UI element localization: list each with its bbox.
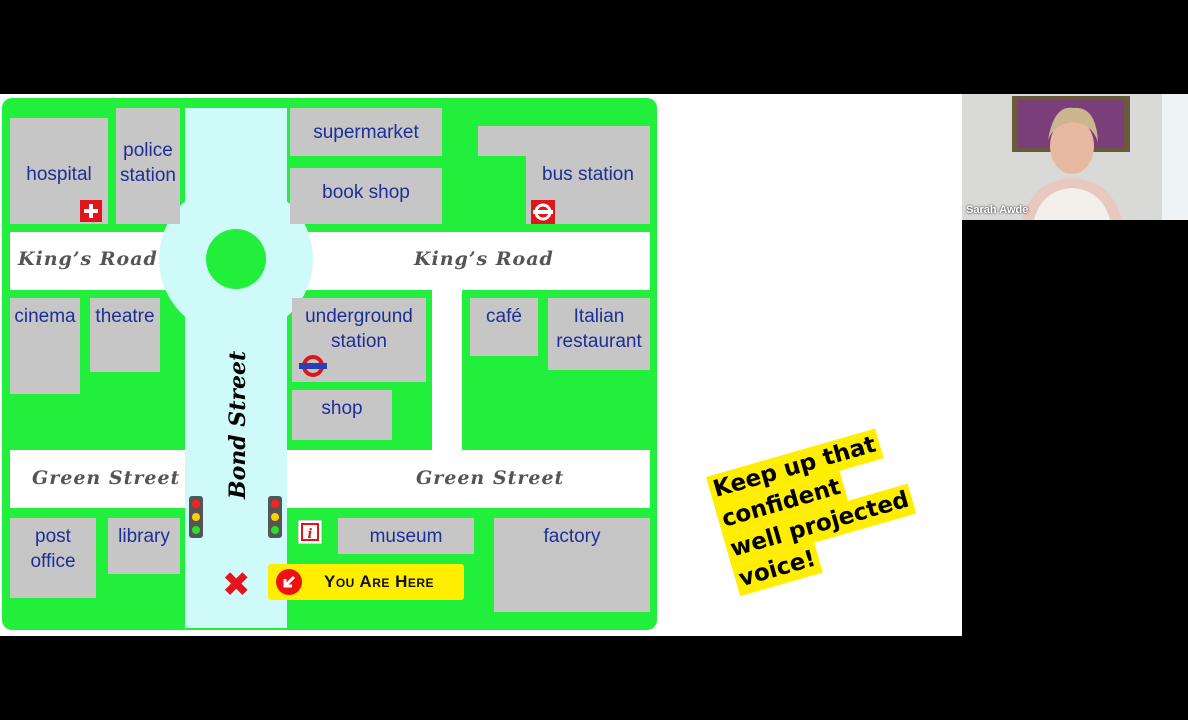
hospital-cross-icon	[80, 200, 102, 222]
roundabout-centre	[206, 229, 266, 289]
italian-restaurant-label-2: restaurant	[556, 331, 642, 352]
police-station-label-2: station	[120, 165, 176, 186]
factory-label: factory	[543, 526, 601, 547]
green-street-label-right: Green Street	[416, 467, 565, 489]
town-map: King’s Road King’s Road Green Street Gre…	[2, 98, 657, 630]
supermarket: supermarket	[290, 108, 442, 156]
encouragement-note: Keep up that confident well projected vo…	[706, 425, 923, 597]
shop: shop	[292, 390, 392, 440]
green-street	[10, 450, 650, 508]
cinema-label: cinema	[14, 306, 76, 327]
cafe-label: café	[486, 306, 522, 327]
participant-name: Sarah Awde	[966, 204, 1029, 216]
police-station: police station	[116, 108, 180, 224]
bus-station-icon	[531, 200, 555, 224]
police-station-label-1: police	[123, 140, 173, 161]
underground-station: underground station	[292, 298, 426, 382]
underground-icon	[298, 354, 328, 378]
svg-text:i: i	[308, 527, 313, 542]
traffic-light-icon	[189, 496, 203, 538]
you-are-here-banner: You Are Here	[268, 564, 464, 600]
italian-restaurant-label-1: Italian	[573, 306, 625, 327]
side-lane	[432, 290, 462, 450]
kings-road-label-right: King’s Road	[414, 248, 554, 270]
post-office-label-1: post	[35, 526, 71, 547]
you-are-here-arrow-icon	[276, 569, 302, 595]
bond-street-label: Bond Street	[225, 350, 251, 499]
traffic-light-icon	[268, 496, 282, 538]
post-office-label-2: office	[30, 551, 76, 572]
kings-road-label-left: King’s Road	[18, 248, 158, 270]
museum-label: museum	[369, 526, 443, 547]
green-street-label-left: Green Street	[32, 467, 181, 489]
theatre: theatre	[90, 298, 160, 372]
post-office: post office	[10, 518, 96, 598]
bus-station-wing	[478, 126, 650, 156]
shop-label: shop	[321, 398, 363, 419]
x-marker-icon: ✖	[222, 565, 251, 605]
underground-station-label-2: station	[331, 331, 387, 352]
underground-station-label-1: underground	[305, 306, 413, 327]
theatre-label: theatre	[95, 306, 155, 327]
you-are-here-label: You Are Here	[324, 572, 435, 591]
shared-screen-slide: King’s Road King’s Road Green Street Gre…	[0, 94, 962, 636]
library: library	[108, 518, 180, 574]
factory: factory	[494, 518, 650, 612]
book-shop: book shop	[290, 168, 442, 224]
cinema: cinema	[10, 298, 80, 394]
cafe: café	[470, 298, 538, 356]
participant-video	[962, 94, 1188, 220]
library-label: library	[118, 526, 170, 547]
participant-video-tile[interactable]: Sarah Awde	[962, 94, 1188, 220]
museum: museum	[338, 518, 474, 554]
italian-restaurant: Italian restaurant	[548, 298, 650, 370]
book-shop-label: book shop	[322, 182, 410, 203]
bus-station-label: bus station	[542, 164, 634, 185]
hospital-label: hospital	[26, 164, 92, 185]
supermarket-label: supermarket	[313, 122, 419, 143]
information-icon: i	[297, 519, 323, 545]
kings-road	[10, 232, 650, 290]
